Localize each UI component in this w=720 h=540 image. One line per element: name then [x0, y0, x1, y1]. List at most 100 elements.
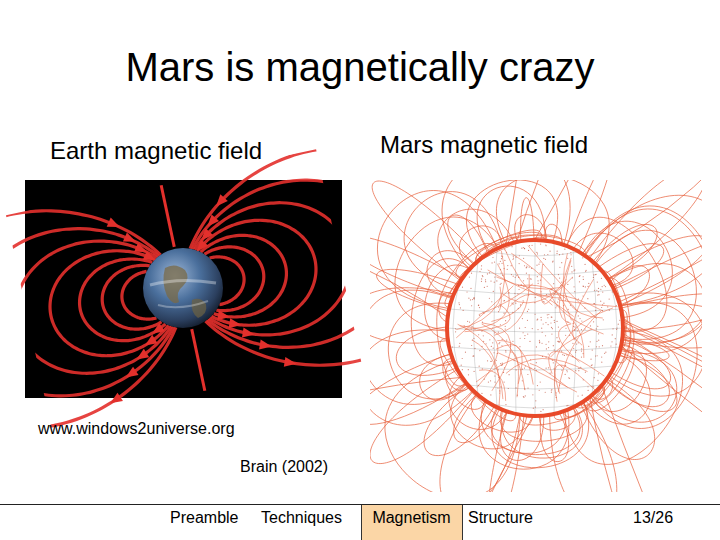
field-dot: [494, 375, 495, 376]
field-loop: [563, 331, 683, 464]
field-dot: [500, 272, 501, 273]
field-dot: [545, 259, 546, 260]
panel-heading: Earth magnetic field: [50, 137, 262, 165]
field-dot: [601, 307, 602, 308]
open-field-line: [370, 377, 462, 434]
field-dot: [554, 322, 555, 323]
field-dot: [522, 369, 523, 370]
field-dot: [542, 332, 543, 333]
field-dot: [592, 349, 593, 350]
field-dot: [548, 341, 549, 342]
field-dot: [526, 273, 527, 274]
field-dot: [513, 258, 514, 259]
field-dot: [513, 276, 514, 277]
field-arrowhead: [193, 239, 208, 255]
field-dot: [472, 299, 473, 300]
field-dot: [490, 361, 491, 362]
field-dot: [554, 320, 555, 321]
field-dot: [559, 254, 560, 255]
field-loop: [438, 209, 514, 279]
field-dot: [553, 362, 554, 363]
field-dot: [615, 338, 616, 339]
field-dot: [523, 247, 524, 248]
field-loop-inner: [491, 302, 523, 322]
field-dot: [519, 263, 520, 264]
field-dot: [524, 338, 525, 339]
mars-field-lines: [370, 180, 702, 492]
field-loop-inner: [530, 363, 568, 387]
slide-title: Mars is magnetically crazy: [0, 44, 720, 90]
field-dot: [553, 283, 554, 284]
field-dot: [514, 293, 515, 294]
field-dot: [556, 337, 557, 338]
field-dot: [593, 277, 594, 278]
field-dot: [515, 387, 516, 388]
grid-line: [468, 385, 602, 389]
field-dot: [552, 328, 553, 329]
field-dot: [612, 328, 613, 329]
field-dot: [473, 338, 474, 339]
field-dot: [500, 363, 501, 364]
field-dot: [581, 329, 582, 330]
field-dot: [612, 291, 613, 292]
field-dot: [570, 252, 571, 253]
field-dot: [599, 346, 600, 347]
field-dot: [473, 297, 474, 298]
field-dot: [524, 335, 525, 336]
field-dot: [519, 346, 520, 347]
field-dot: [527, 320, 528, 321]
field-dot: [584, 264, 585, 265]
field-dot: [551, 392, 552, 393]
field-dot: [559, 341, 560, 342]
field-dot: [541, 343, 542, 344]
field-dot: [539, 341, 540, 342]
field-dot: [557, 251, 558, 252]
page-number: 13/26: [633, 509, 673, 527]
field-loop-inner: [456, 251, 504, 330]
field-dot: [465, 352, 466, 353]
field-dot: [534, 368, 535, 369]
field-dot: [564, 249, 565, 250]
field-dot: [525, 327, 526, 328]
field-dot: [490, 380, 491, 381]
field-dot: [603, 319, 604, 320]
field-dot: [528, 250, 529, 251]
field-dot: [503, 300, 504, 301]
field-dot: [619, 320, 620, 321]
grid-line: [515, 242, 517, 414]
field-dot: [565, 328, 566, 329]
field-arrowhead: [123, 232, 138, 246]
field-dot: [471, 326, 472, 327]
field-dot: [525, 395, 526, 396]
panel-heading: Mars magnetic field: [380, 131, 588, 159]
field-dot: [496, 280, 497, 281]
field-dot: [553, 345, 554, 346]
field-dot: [529, 341, 530, 342]
field-dot: [479, 350, 480, 351]
field-dot: [527, 374, 528, 375]
field-dot: [593, 386, 594, 387]
field-dot: [569, 378, 570, 379]
field-dot: [598, 291, 599, 292]
field-dot: [481, 331, 482, 332]
field-arrowhead: [242, 328, 255, 340]
field-dot: [598, 288, 599, 289]
field-dot: [471, 345, 472, 346]
field-loop: [550, 402, 617, 492]
field-dot: [532, 328, 533, 329]
field-dot: [537, 280, 538, 281]
nav-current-section: Magnetism: [361, 505, 463, 540]
field-dot: [545, 322, 546, 323]
field-dot: [479, 315, 480, 316]
field-dot: [559, 267, 560, 268]
field-dot: [540, 411, 541, 412]
field-dot: [473, 371, 474, 372]
nav-item: Preamble: [170, 509, 238, 527]
open-field-line: [623, 320, 702, 440]
field-dot: [489, 339, 490, 340]
field-dot: [519, 255, 520, 256]
field-dot: [523, 280, 524, 281]
field-dot: [616, 329, 617, 330]
field-dot: [500, 284, 501, 285]
field-dot: [537, 385, 538, 386]
